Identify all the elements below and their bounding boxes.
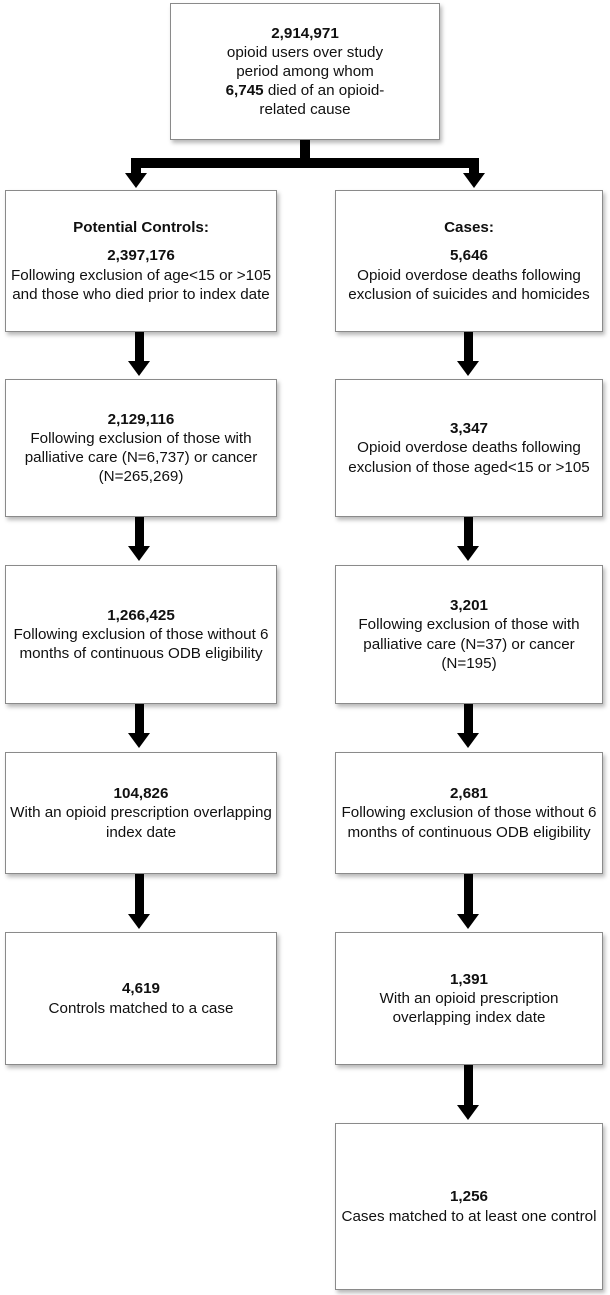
node-cohort-number: 2,914,971 (271, 24, 339, 42)
node-cohort-inline-number: 6,745 (225, 82, 264, 100)
node-controls-2-number: 2,129,116 (107, 410, 175, 428)
node-controls-3: 1,266,425 Following exclusion of those w… (5, 565, 277, 704)
node-cases-1-header: Cases: (444, 219, 494, 237)
node-controls-2-desc: Following exclusion of those with pallia… (24, 429, 258, 486)
connector-cohort-split-bar (131, 158, 479, 168)
node-cases-4-number: 2,681 (449, 785, 488, 803)
connector-cases-3-to-4-arrowhead (457, 733, 479, 748)
connector-controls-4-to-5-line (135, 874, 144, 916)
node-cases-6-desc: Cases matched to at least one control (341, 1207, 597, 1225)
connector-cohort-split-left-arrowhead (125, 173, 147, 188)
connector-cases-2-to-3-line (464, 517, 473, 548)
node-cohort-line3: 6,745 died of an opioid- (175, 81, 435, 100)
node-controls-1: Potential Controls: 2,397,176 Following … (5, 190, 277, 332)
node-cohort-line3-text: died of an opioid- (263, 82, 385, 100)
node-cases-6: 1,256 Cases matched to at least one cont… (335, 1123, 603, 1290)
connector-cases-2-to-3-arrowhead (457, 546, 479, 561)
connector-cases-4-to-5-arrowhead (457, 914, 479, 929)
node-controls-3-desc: Following exclusion of those without 6 m… (13, 625, 269, 663)
connector-cases-3-to-4-line (464, 704, 473, 735)
connector-cases-1-to-2-line (464, 332, 473, 363)
connector-controls-3-to-4-arrowhead (128, 733, 150, 748)
connector-cases-4-to-5-line (464, 874, 473, 916)
connector-cohort-split-right-arrowhead (463, 173, 485, 188)
node-controls-1-number: 2,397,176 (107, 247, 175, 265)
node-cases-2: 3,347 Opioid overdose deaths following e… (335, 379, 603, 517)
connector-controls-1-to-2-line (135, 332, 144, 363)
node-controls-4-number: 104,826 (113, 785, 169, 803)
node-controls-5-number: 4,619 (121, 980, 160, 998)
node-cases-6-number: 1,256 (449, 1188, 488, 1206)
connector-controls-4-to-5-arrowhead (128, 914, 150, 929)
node-cohort: 2,914,971 opioid users over study period… (170, 3, 440, 140)
connector-controls-2-to-3-arrowhead (128, 546, 150, 561)
connector-controls-3-to-4-line (135, 704, 144, 735)
node-cases-2-desc: Opioid overdose deaths following exclusi… (348, 439, 590, 476)
node-controls-5: 4,619 Controls matched to a case (5, 932, 277, 1065)
connector-cohort-split-right-stem (469, 158, 479, 174)
node-controls-1-header: Potential Controls: (73, 219, 209, 237)
connector-controls-2-to-3-line (135, 517, 144, 548)
node-cohort-line4: related cause (259, 101, 351, 119)
connector-cohort-split-left-stem (131, 158, 141, 174)
connector-controls-1-to-2-arrowhead (128, 361, 150, 376)
connector-cases-5-to-6-line (464, 1065, 473, 1107)
node-cases-4: 2,681 Following exclusion of those witho… (335, 752, 603, 874)
node-cases-1-desc: Opioid overdose deaths following exclusi… (348, 266, 590, 303)
node-controls-4-desc: With an opioid prescription overlapping … (10, 804, 272, 841)
node-cases-5-desc: With an opioid prescription overlapping … (379, 989, 559, 1027)
node-controls-4: 104,826 With an opioid prescription over… (5, 752, 277, 874)
node-controls-5-desc: Controls matched to a case (48, 999, 234, 1017)
node-cases-5: 1,391 With an opioid prescription overla… (335, 932, 603, 1065)
node-cases-1-number: 5,646 (449, 247, 488, 265)
node-cases-4-desc: Following exclusion of those without 6 m… (341, 804, 597, 841)
node-cases-1: Cases: 5,646 Opioid overdose deaths foll… (335, 190, 603, 332)
node-cases-5-number: 1,391 (449, 970, 488, 988)
node-cases-3-desc: Following exclusion of those with pallia… (358, 616, 580, 672)
node-controls-1-desc: Following exclusion of age<15 or >105 an… (10, 266, 272, 303)
node-controls-3-number: 1,266,425 (107, 606, 175, 624)
connector-cases-5-to-6-arrowhead (457, 1105, 479, 1120)
node-cases-2-number: 3,347 (449, 420, 488, 438)
node-cohort-line1: opioid users over study (226, 43, 384, 61)
node-controls-2: 2,129,116 Following exclusion of those w… (5, 379, 277, 517)
node-cases-3: 3,201 Following exclusion of those with … (335, 565, 603, 704)
node-cases-3-number: 3,201 (449, 597, 488, 615)
connector-cases-1-to-2-arrowhead (457, 361, 479, 376)
connector-cohort-split-stem (300, 140, 310, 167)
node-cohort-line2: period among whom (236, 62, 374, 80)
